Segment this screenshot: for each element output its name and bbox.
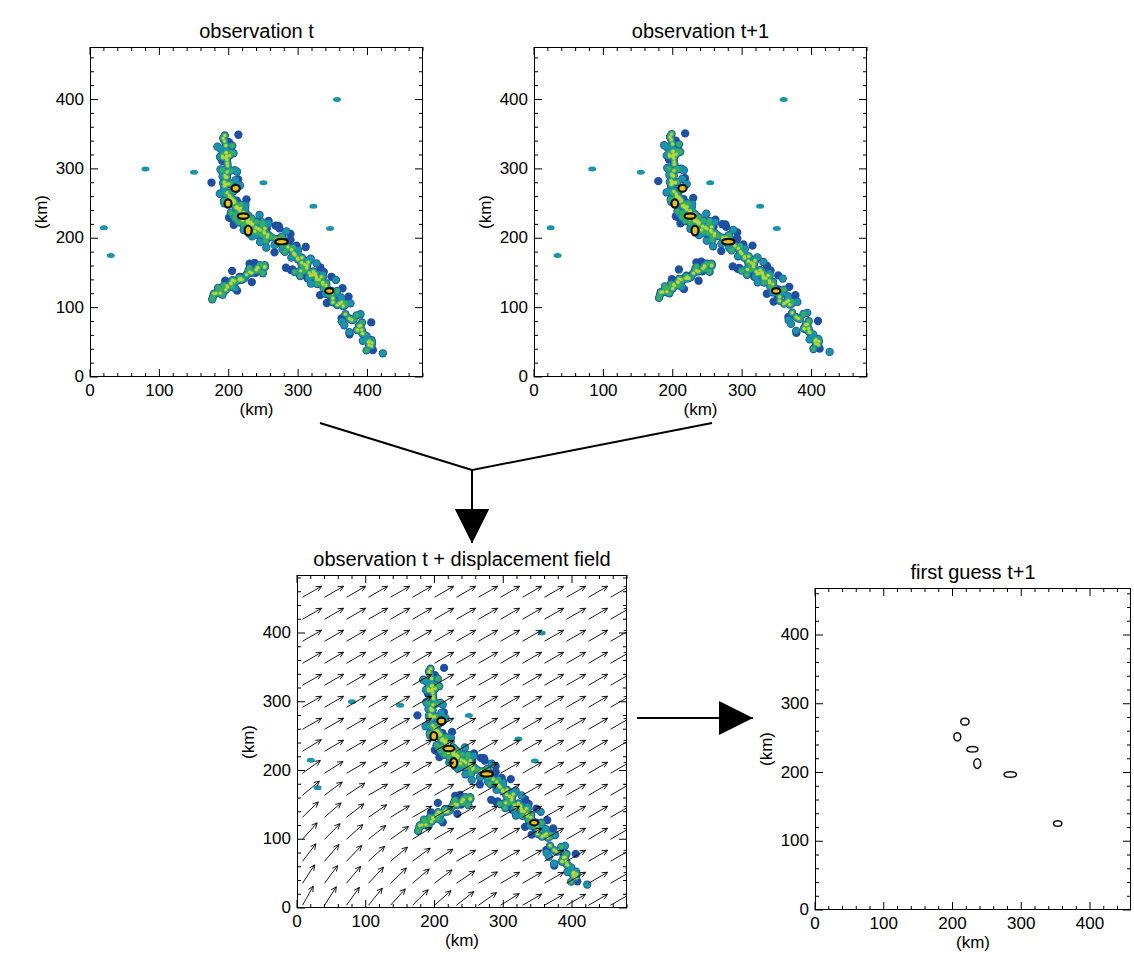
tick-label: 300 [263, 692, 291, 712]
tick-label: 0 [85, 381, 94, 401]
tick-label: 100 [56, 298, 84, 318]
tick-label: 100 [500, 298, 528, 318]
plot-frame [297, 575, 627, 908]
tick-label: 400 [781, 625, 809, 645]
tick-label: 200 [263, 761, 291, 781]
tick-label: 200 [500, 228, 528, 248]
tick-label: 200 [938, 914, 966, 934]
tick-label: 200 [781, 763, 809, 783]
tick-label: 0 [75, 367, 84, 387]
tick-label: 200 [56, 228, 84, 248]
axis-label: (km) [239, 725, 259, 759]
tick-label: 0 [800, 900, 809, 920]
axis-label: (km) [240, 400, 274, 420]
tick-label: 400 [263, 623, 291, 643]
radar-echo [307, 631, 592, 889]
tick-label: 400 [353, 381, 381, 401]
tick-label: 400 [558, 912, 586, 932]
tick-label: 300 [781, 694, 809, 714]
tick-label: 200 [420, 912, 448, 932]
axis-ticks [815, 588, 1131, 910]
axis-ticks [534, 47, 867, 377]
tick-label: 400 [1076, 914, 1104, 934]
panel-title: observation t + displacement field [297, 547, 627, 571]
plot-panel: observation t [28, 15, 433, 423]
panel-title: first guess t+1 [815, 560, 1131, 584]
tick-label: 100 [352, 912, 380, 932]
tick-label: 300 [728, 381, 756, 401]
panel-title: observation t [90, 19, 423, 43]
tick-label: 100 [870, 914, 898, 934]
plot-panel: observation t + displacement field [235, 543, 637, 954]
core-contour [954, 718, 1062, 826]
axis-label: (km) [684, 400, 718, 420]
tick-label: 300 [500, 159, 528, 179]
tick-label: 100 [263, 829, 291, 849]
flow-arrow [472, 423, 712, 543]
plot-frame [815, 588, 1131, 910]
tick-label: 400 [56, 90, 84, 110]
axis-label: (km) [476, 195, 496, 229]
tick-label: 300 [56, 159, 84, 179]
panel-title: observation t+1 [534, 19, 867, 43]
tick-label: 0 [529, 381, 538, 401]
tick-label: 400 [797, 381, 825, 401]
tick-label: 300 [1007, 914, 1035, 934]
flow-arrow [320, 423, 472, 543]
radar-echo [547, 97, 834, 356]
plot-frame [90, 47, 423, 377]
tick-label: 0 [519, 367, 528, 387]
axis-ticks [297, 575, 627, 908]
tick-label: 300 [284, 381, 312, 401]
plot-panel: observation t+1 [472, 15, 877, 423]
tick-label: 100 [589, 381, 617, 401]
axis-ticks [90, 47, 423, 377]
displacement-arrow [303, 586, 628, 905]
tick-label: 0 [282, 898, 291, 918]
tick-label: 400 [500, 90, 528, 110]
axis-label: (km) [445, 931, 479, 951]
axis-label: (km) [757, 732, 777, 766]
plot-frame [534, 47, 867, 377]
tick-label: 0 [292, 912, 301, 932]
tick-label: 0 [810, 914, 819, 934]
tick-label: 100 [145, 381, 173, 401]
tick-label: 200 [659, 381, 687, 401]
radar-echo [100, 97, 387, 357]
axis-label: (km) [956, 933, 990, 953]
tick-label: 300 [489, 912, 517, 932]
axis-label: (km) [32, 195, 52, 229]
flow-arrow [637, 717, 753, 719]
tick-label: 200 [215, 381, 243, 401]
plot-panel: first guess t+1 [753, 556, 1134, 956]
tick-label: 100 [781, 831, 809, 851]
